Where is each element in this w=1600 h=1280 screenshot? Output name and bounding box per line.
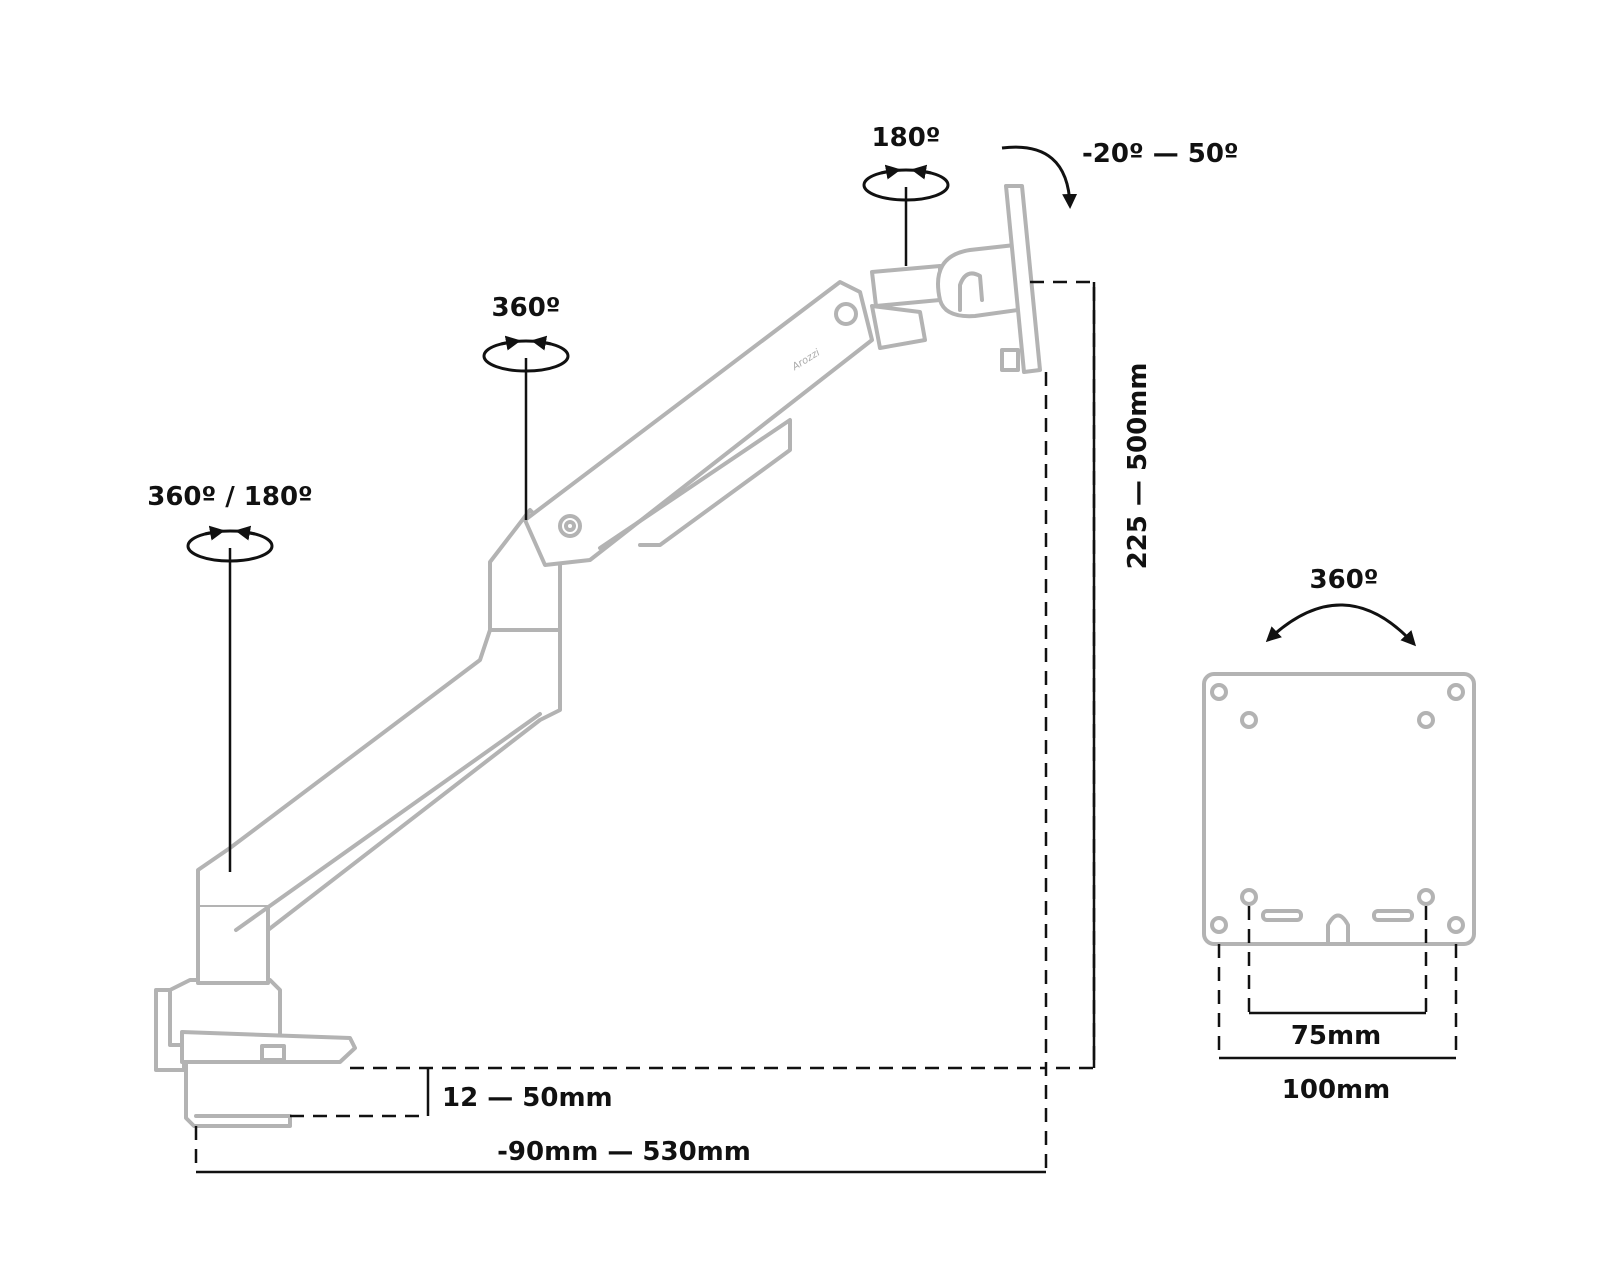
reach-range-label: -90mm — 530mm [497, 1137, 751, 1167]
vesa-plate: 360º 75mm 100mm [1202, 565, 1476, 1105]
vesa-75-label: 75mm [1291, 1021, 1381, 1051]
dimension-height: 225 — 500mm [1030, 280, 1153, 1070]
rotation-label-tilt: -20º — 50º [1082, 139, 1239, 169]
upper-arm [523, 280, 874, 567]
rotation-label-base: 360º / 180º [147, 482, 312, 512]
monitor-plate [1004, 184, 1042, 374]
rotation-elbow: 360º [482, 293, 570, 520]
head-swivel [870, 264, 942, 308]
rotation-label-head: 180º [872, 123, 941, 153]
desk-clamp [154, 978, 357, 1128]
dimension-reach: -90mm — 530mm [194, 372, 1048, 1174]
vesa-100-label: 100mm [1282, 1075, 1390, 1105]
tilt-arrow-icon [1001, 145, 1078, 209]
arm-drawing: Arozzi [154, 184, 1042, 1128]
rotation-base: 360º / 180º [147, 482, 313, 872]
vesa-rotation-label: 360º [1310, 565, 1379, 595]
rotation-tilt: -20º — 50º [1001, 139, 1239, 209]
dimension-desk-thickness: 12 — 50mm [290, 1066, 1046, 1118]
height-range-label: 225 — 500mm [1123, 363, 1153, 570]
rotation-label-elbow: 360º [492, 293, 561, 323]
rotation-head: 180º [862, 123, 950, 266]
rotate-arrow-icon [1265, 603, 1417, 647]
desk-thickness-label: 12 — 50mm [442, 1083, 613, 1113]
lower-arm [196, 628, 562, 932]
